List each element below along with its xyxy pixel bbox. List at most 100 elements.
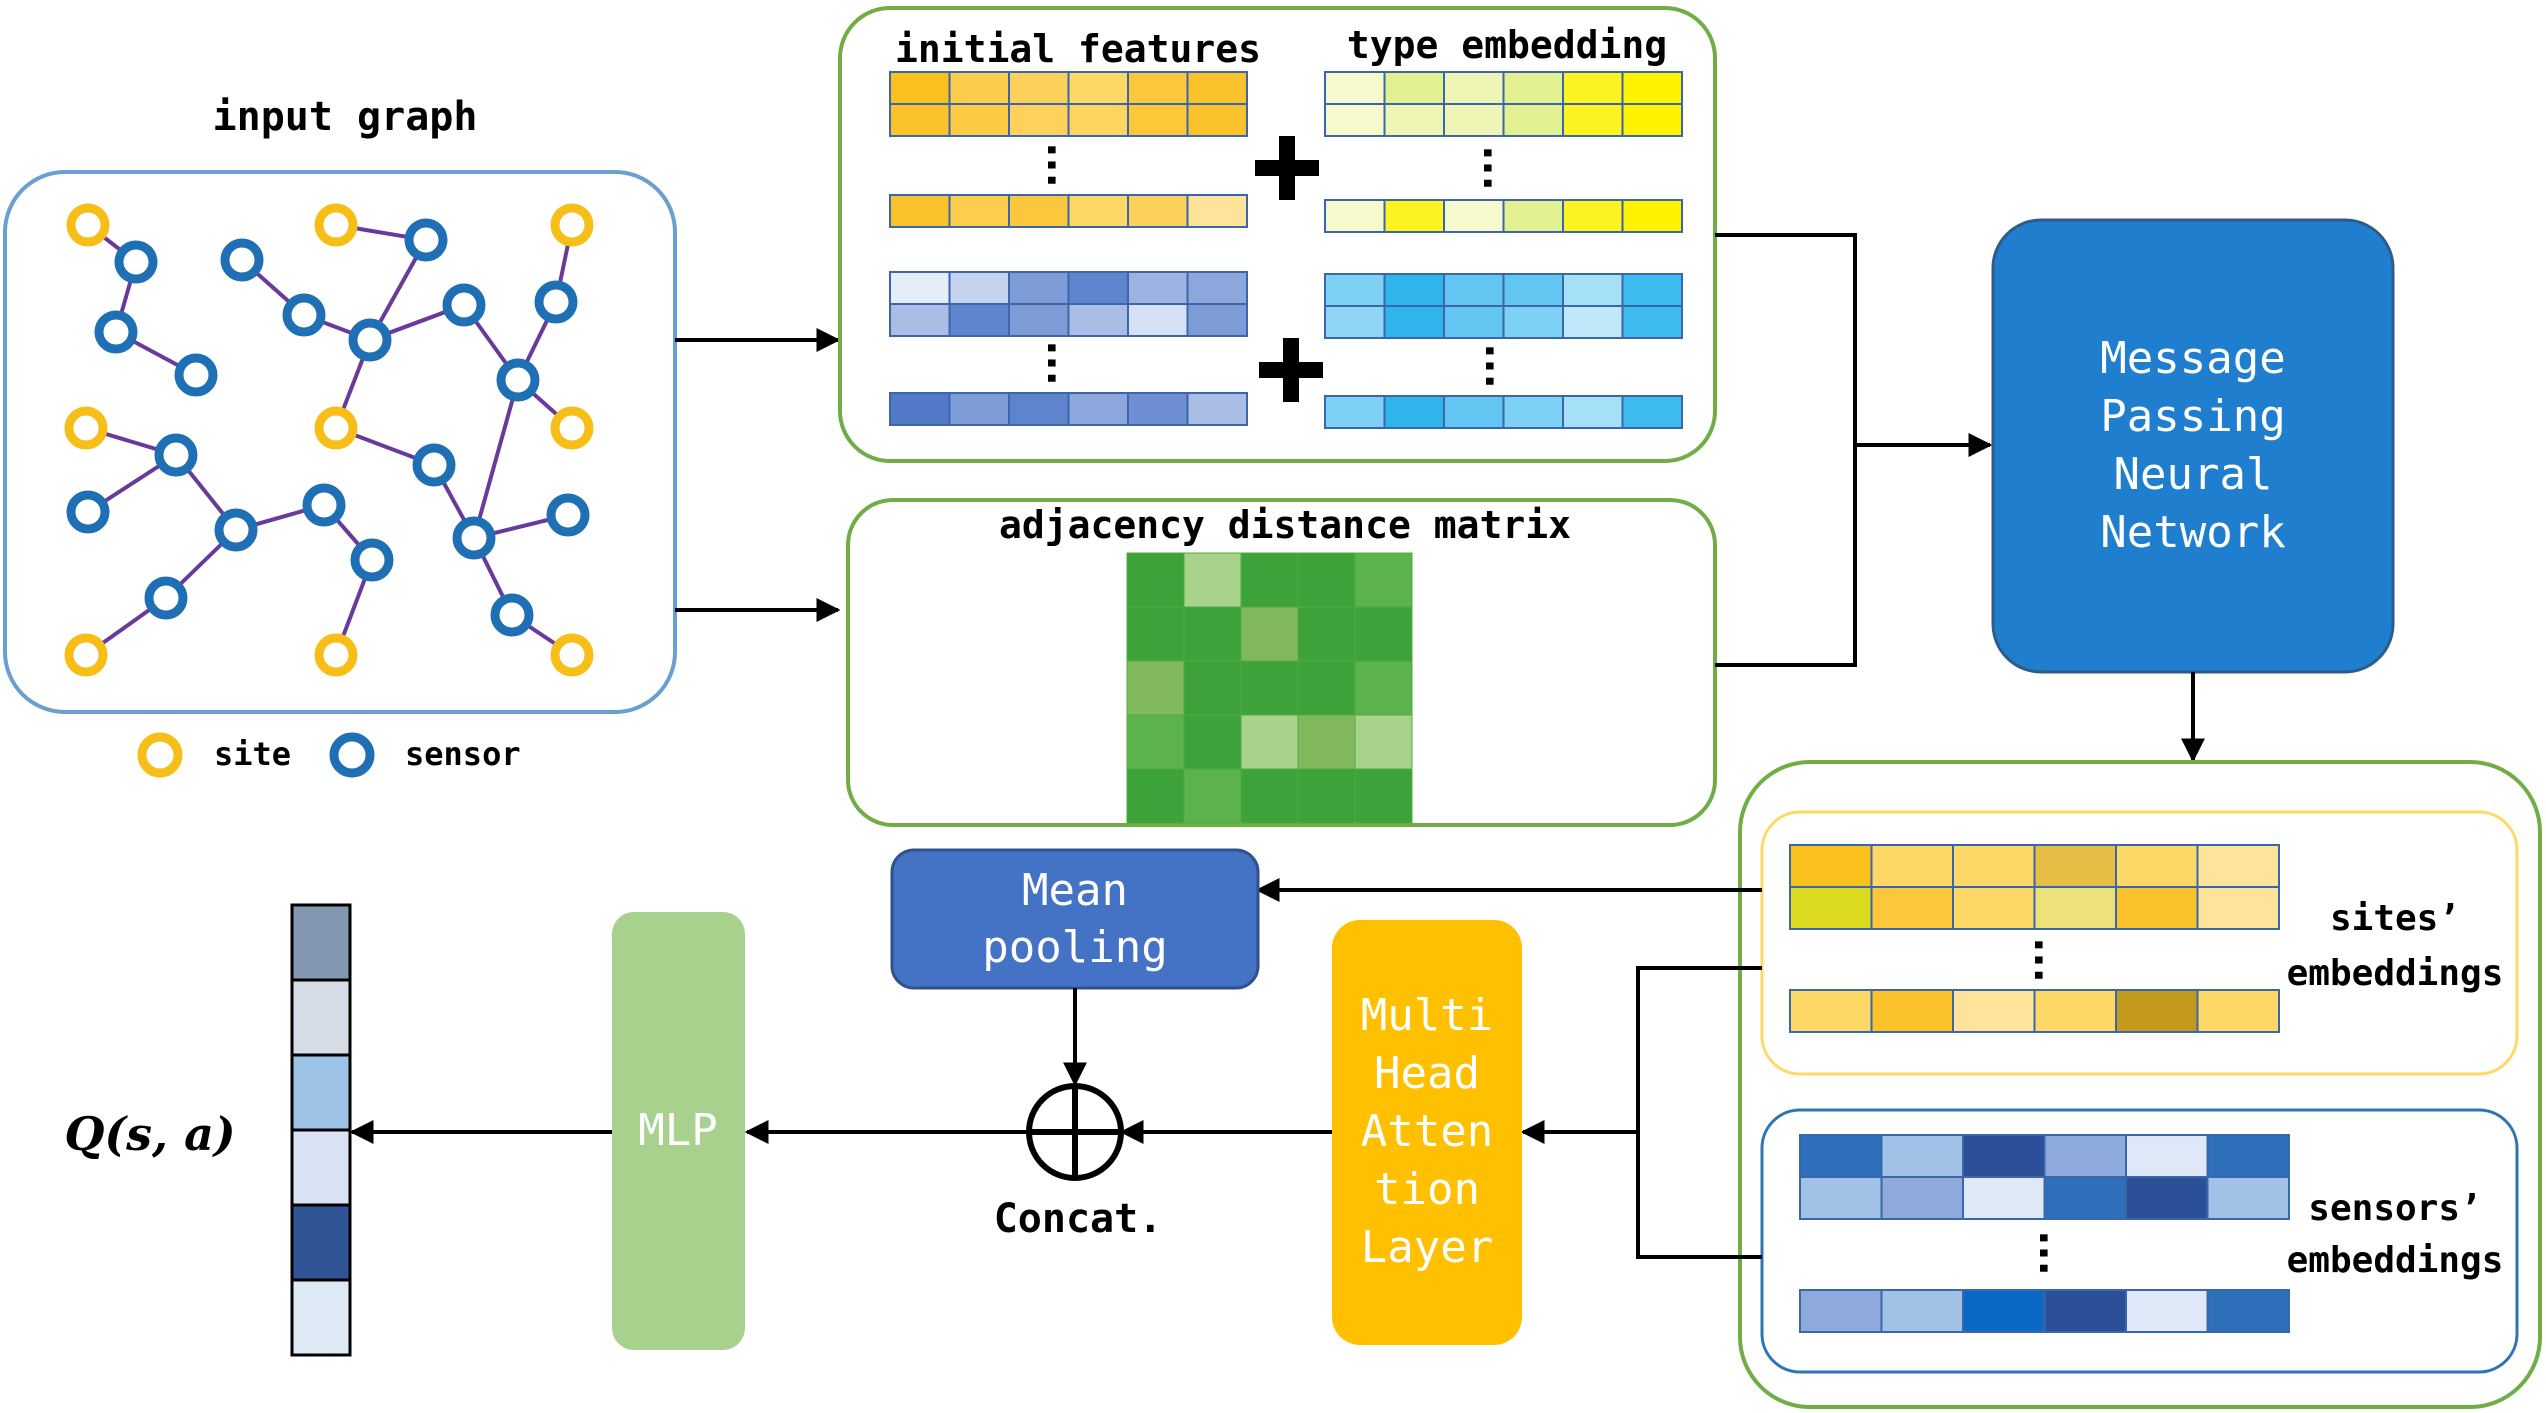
- grid-cell: [1127, 194, 1189, 228]
- grid-cell: [1962, 1289, 2046, 1333]
- site-node-icon: [314, 203, 358, 247]
- sensor-node-icon: [66, 490, 110, 534]
- grid-cell: [1962, 1134, 2046, 1178]
- grid-cell: [1799, 1176, 1883, 1220]
- q-value-cell: [290, 1128, 352, 1207]
- plus-icon-top: [1255, 136, 1319, 200]
- svg-text:sensors’: sensors’: [2308, 1188, 2481, 1229]
- grid-cell: [889, 392, 951, 426]
- matrix-cell: [1183, 606, 1242, 662]
- grid-cell: [1324, 71, 1386, 105]
- matrix-cell: [1240, 660, 1299, 716]
- grid-cell: [2115, 886, 2199, 930]
- grid-cell: [1562, 273, 1624, 307]
- site-node-icon: [550, 203, 594, 247]
- matrix-cell: [1126, 660, 1185, 716]
- q-value-cell: [290, 1278, 352, 1357]
- matrix-cell: [1126, 552, 1185, 608]
- sensor-node-icon: [404, 218, 448, 262]
- grid-cell: [2206, 1134, 2290, 1178]
- svg-text:Message: Message: [2100, 333, 2285, 384]
- sensor-node-icon: [220, 238, 264, 282]
- grid-cell: [1067, 271, 1129, 305]
- site-initial-features: [889, 71, 1248, 228]
- grid-cell: [2043, 1176, 2127, 1220]
- grid-cell: [1621, 71, 1683, 105]
- sensor-type-embedding: [1324, 273, 1683, 429]
- concat-icon: [1026, 1083, 1124, 1181]
- mlp-block: [612, 912, 745, 1350]
- grid-cell: [1789, 886, 1873, 930]
- grid-cell: [2125, 1176, 2209, 1220]
- grid-cell: [1870, 886, 1954, 930]
- grid-cell: [1502, 305, 1564, 339]
- grid-cell: [889, 103, 951, 137]
- q-value-cell: [290, 1053, 352, 1132]
- grid-cell: [1502, 71, 1564, 105]
- sensor-node-icon: [154, 433, 198, 477]
- matrix-cell: [1354, 552, 1413, 608]
- grid-cell: [1952, 989, 2036, 1033]
- grid-cell: [1789, 989, 1873, 1033]
- sensors-embeddings-label: sensors’ embeddings: [2287, 1188, 2504, 1281]
- grid-cell: [1067, 303, 1129, 337]
- input-graph-title: input graph: [213, 94, 478, 140]
- grid-cell: [1324, 199, 1386, 233]
- grid-cell: [1127, 71, 1189, 105]
- sensor-node-icon: [282, 293, 326, 337]
- grid-cell: [948, 194, 1010, 228]
- matrix-cell: [1354, 768, 1413, 824]
- matrix-cell: [1126, 714, 1185, 770]
- sensor-node-icon: [452, 516, 496, 560]
- grid-cell: [2043, 1134, 2127, 1178]
- sensor-node-icon: [350, 538, 394, 582]
- grid-cell: [1443, 273, 1505, 307]
- grid-cell: [1383, 71, 1445, 105]
- sensor-node-icon: [214, 508, 258, 552]
- site-node-icon: [550, 406, 594, 450]
- svg-text:Neural: Neural: [2114, 449, 2273, 500]
- svg-text:Passing: Passing: [2100, 391, 2285, 442]
- matrix-cell: [1126, 606, 1185, 662]
- ellipsis-sensor-feat: ···: [1028, 340, 1074, 386]
- svg-text:Multi: Multi: [1361, 990, 1493, 1041]
- ellipsis-sensors-emb: ···: [2020, 1230, 2066, 1276]
- sensor-node-icon: [496, 358, 540, 402]
- adjacency-matrix: [1126, 552, 1413, 824]
- grid-cell: [1502, 199, 1564, 233]
- grid-cell: [1186, 194, 1248, 228]
- grid-cell: [1443, 103, 1505, 137]
- ellipsis-sites-emb: ···: [2015, 937, 2061, 983]
- grid-cell: [1502, 103, 1564, 137]
- grid-cell: [2033, 989, 2117, 1033]
- grid-cell: [1952, 844, 2036, 888]
- grid-cell: [1562, 395, 1624, 429]
- matrix-cell: [1240, 714, 1299, 770]
- grid-cell: [948, 392, 1010, 426]
- matrix-cell: [1297, 768, 1356, 824]
- mpnn-block: [1991, 218, 2395, 674]
- grid-cell: [1443, 305, 1505, 339]
- grid-cell: [1127, 392, 1189, 426]
- plus-icon-bottom: [1259, 338, 1323, 402]
- sensor-node-icon: [174, 353, 218, 397]
- grid-cell: [1008, 194, 1070, 228]
- sensor-node-icon: [144, 576, 188, 620]
- mpnn-label: Message Passing Neural Network: [2100, 333, 2285, 558]
- grid-cell: [2206, 1289, 2290, 1333]
- sensor-node-icon: [348, 318, 392, 362]
- sensor-node-icon: [442, 283, 486, 327]
- grid-cell: [889, 71, 951, 105]
- grid-cell: [1621, 395, 1683, 429]
- graph-edge: [472, 379, 520, 539]
- svg-text:Head: Head: [1374, 1048, 1480, 1099]
- matrix-cell: [1297, 606, 1356, 662]
- matrix-cell: [1297, 714, 1356, 770]
- grid-cell: [1880, 1176, 1964, 1220]
- svg-text:Layer: Layer: [1361, 1222, 1493, 1273]
- grid-cell: [1502, 395, 1564, 429]
- grid-cell: [1952, 886, 2036, 930]
- q-output-vector: [290, 903, 352, 1357]
- grid-cell: [1127, 303, 1189, 337]
- site-node-icon: [66, 203, 110, 247]
